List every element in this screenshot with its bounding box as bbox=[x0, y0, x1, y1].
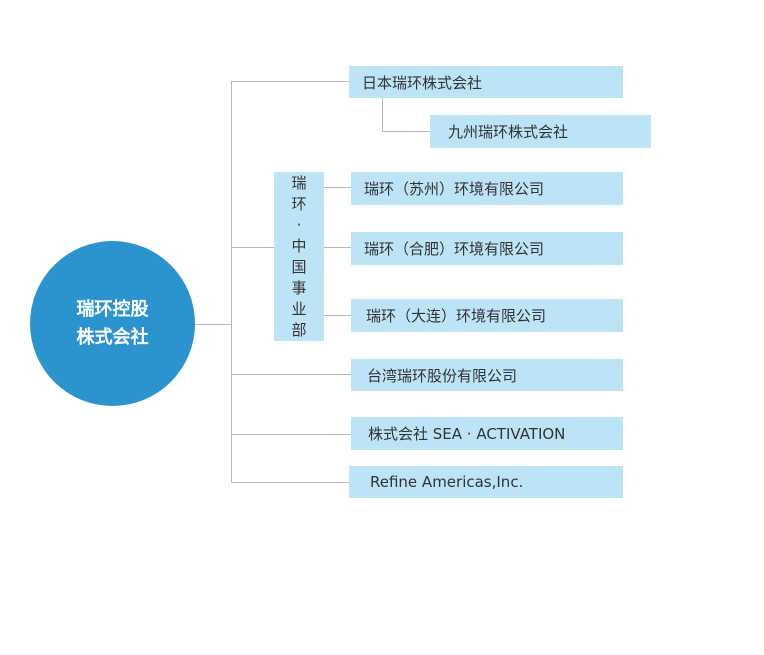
company-label: Refine Americas,Inc. bbox=[370, 473, 524, 491]
company-box-americas: Refine Americas,Inc. bbox=[349, 466, 623, 498]
company-label: 台湾瑞环股份有限公司 bbox=[367, 366, 518, 385]
root-line-2: 株式会社 bbox=[76, 326, 149, 348]
company-box-hefei: 瑞环（合肥）环境有限公司 bbox=[351, 232, 623, 265]
branch-kyushu bbox=[382, 131, 430, 132]
china-division-box: 瑞 环 · 中 国 事 业 部 bbox=[274, 172, 324, 341]
branch-taiwan bbox=[231, 374, 351, 375]
division-char: 部 bbox=[291, 320, 307, 339]
company-box-suzhou: 瑞环（苏州）环境有限公司 bbox=[351, 172, 623, 205]
branch-suzhou bbox=[324, 187, 351, 188]
division-char: 瑞 bbox=[291, 173, 307, 192]
main-trunk bbox=[231, 81, 232, 483]
division-char: 业 bbox=[291, 299, 307, 318]
company-label: 九州瑞环株式会社 bbox=[448, 123, 569, 141]
company-box-japan: 日本瑞环株式会社 bbox=[349, 66, 623, 98]
root-line-1: 瑞环控股 bbox=[76, 298, 149, 320]
division-char: 中 bbox=[291, 236, 307, 255]
company-box-taiwan: 台湾瑞环股份有限公司 bbox=[351, 359, 623, 391]
root-node-holdings: 瑞环控股 株式会社 bbox=[30, 241, 195, 406]
division-char: · bbox=[296, 215, 302, 234]
company-label: 瑞环（大连）环境有限公司 bbox=[366, 307, 547, 325]
branch-japan bbox=[231, 81, 349, 82]
company-box-sea: 株式会社 SEA · ACTIVATION bbox=[351, 417, 623, 450]
company-label: 瑞环（合肥）环境有限公司 bbox=[364, 240, 545, 258]
sub-trunk-kyushu bbox=[382, 97, 383, 132]
branch-sea bbox=[231, 434, 351, 435]
branch-americas bbox=[231, 482, 349, 483]
company-box-kyushu: 九州瑞环株式会社 bbox=[430, 115, 651, 148]
branch-dalian bbox=[324, 315, 351, 316]
root-connector bbox=[195, 324, 232, 325]
division-char: 事 bbox=[291, 278, 307, 297]
company-box-dalian: 瑞环（大连）环境有限公司 bbox=[351, 299, 623, 332]
branch-division bbox=[231, 247, 274, 248]
branch-hefei bbox=[324, 247, 351, 248]
division-char: 国 bbox=[291, 257, 307, 276]
company-label: 株式会社 SEA · ACTIVATION bbox=[368, 425, 566, 443]
company-label: 日本瑞环株式会社 bbox=[362, 73, 483, 92]
division-char: 环 bbox=[291, 194, 307, 213]
company-label: 瑞环（苏州）环境有限公司 bbox=[364, 180, 545, 198]
